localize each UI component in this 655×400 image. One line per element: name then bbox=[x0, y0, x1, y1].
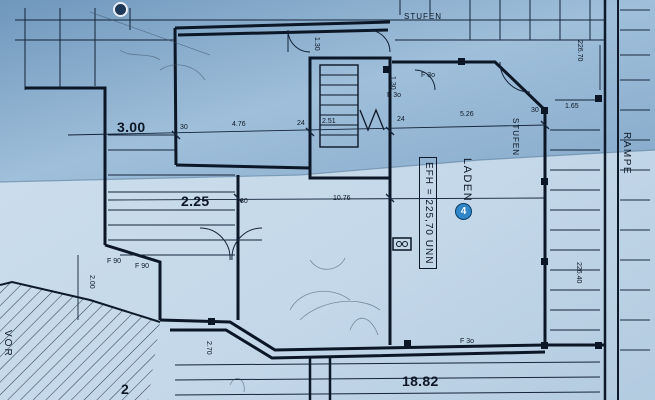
fire-rating-3: F 90 bbox=[107, 258, 122, 265]
dimension-24-a: 24 bbox=[297, 120, 305, 127]
dimension-30-c: 30 bbox=[240, 198, 248, 205]
room-number-badge: 4 bbox=[455, 203, 472, 220]
dimension-2-00: 2.00 bbox=[88, 275, 95, 289]
dimension-30-b: 30 bbox=[531, 107, 539, 114]
ramp-label: RAMPE bbox=[621, 132, 632, 176]
stairs-label-top: STUFEN bbox=[404, 12, 442, 21]
dimension-24-b: 24 bbox=[397, 116, 405, 123]
dimension-2-25: 2.25 bbox=[181, 193, 210, 209]
elevation-226-70: 226.70 bbox=[576, 40, 583, 62]
dimension-5-26: 5.26 bbox=[460, 111, 474, 118]
floor-level-label: EFH = 225,70 UNN bbox=[419, 157, 437, 270]
partial-label-vor: VOR bbox=[2, 330, 13, 358]
marker-icon bbox=[113, 2, 128, 17]
dimension-1-30-b: 1.30 bbox=[389, 76, 396, 90]
dimension-2-70: 2.70 bbox=[205, 341, 212, 355]
elevation-226-40: 226.40 bbox=[575, 262, 582, 284]
dimension-3-00: 3.00 bbox=[117, 119, 146, 135]
dimension-2-51: 2.51 bbox=[322, 118, 336, 125]
fire-rating-2: F 3o bbox=[387, 92, 402, 99]
fire-rating-4: F 90 bbox=[135, 263, 150, 270]
fire-rating-5: F 3o bbox=[460, 338, 475, 345]
stairs-label-right: STUFEN bbox=[511, 118, 520, 156]
dimension-18-82: 18.82 bbox=[402, 373, 439, 389]
room-label: LADEN bbox=[461, 158, 473, 203]
partial-number-2: 2 bbox=[121, 381, 130, 397]
fire-rating-1: F 3o bbox=[421, 72, 436, 79]
dimension-1-30-a: 1.30 bbox=[313, 37, 320, 51]
dimension-10-76: 10.76 bbox=[333, 195, 351, 202]
dimension-4-76: 4.76 bbox=[232, 121, 246, 128]
dimension-30-a: 30 bbox=[180, 124, 188, 131]
dimension-1-65: 1.65 bbox=[565, 103, 579, 110]
